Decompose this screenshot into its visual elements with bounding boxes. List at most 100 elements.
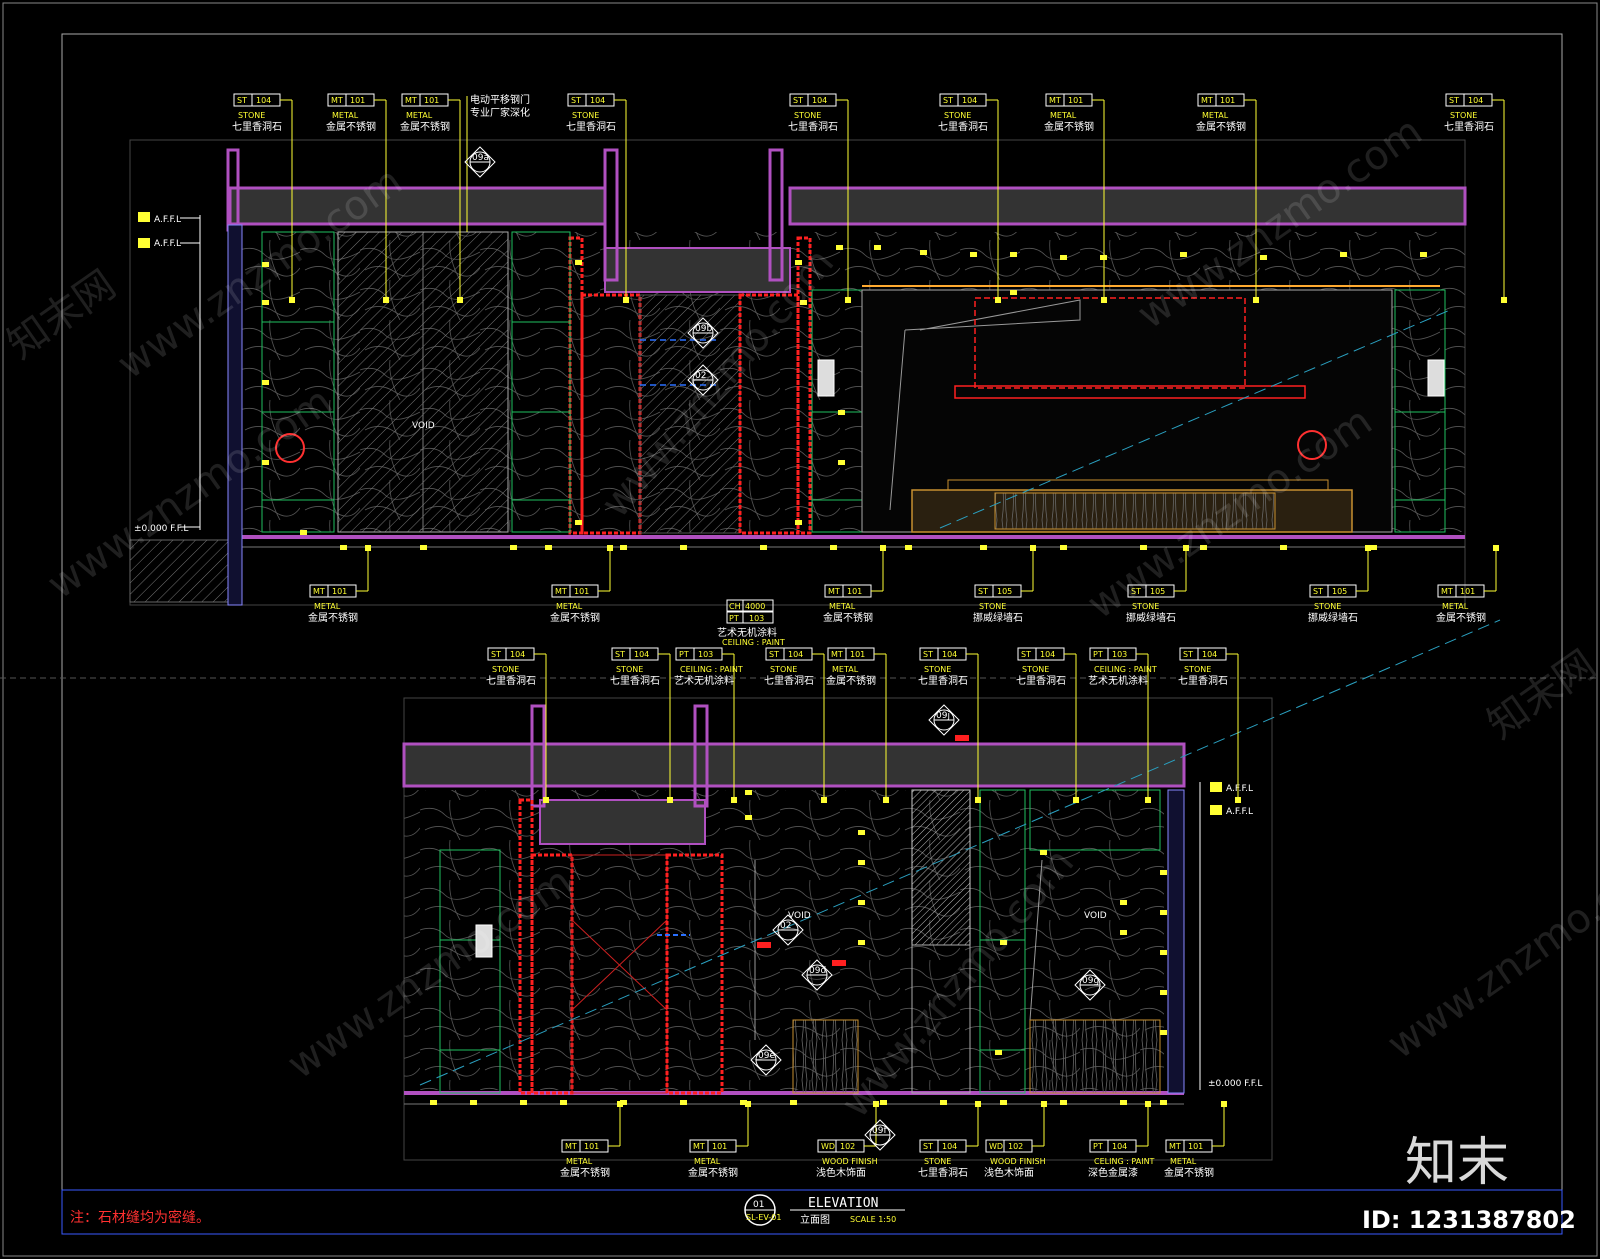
- top-callout-number: 104: [590, 96, 605, 105]
- top-elevation: A.F.F.L A.F.F.L ±0.000 F.F.L 电动平移钢门 专业厂家…: [129, 93, 1467, 606]
- bottom-callout-name: 七里香洞石: [486, 675, 536, 687]
- top-callout-code: ST: [793, 96, 803, 105]
- top-callout-number: 104: [812, 96, 827, 105]
- top-plant-left: [275, 433, 305, 463]
- section-tag-label: 02: [695, 371, 706, 381]
- top-callout-material: STONE: [238, 111, 265, 120]
- top-callout-code: ST: [943, 96, 953, 105]
- fixture-mark: [790, 1100, 797, 1105]
- bottom-bottom-callout-number: 104: [1112, 1142, 1127, 1151]
- top-callout-number: 101: [424, 96, 439, 105]
- bottom-callout-name: 七里香洞石: [764, 675, 814, 687]
- fixture-mark: [1100, 255, 1107, 260]
- bottom-bottom-callout-code: MT: [565, 1142, 577, 1151]
- title-block-title: ELEVATION: [808, 1196, 878, 1211]
- bottom-bottom-callout-name: 七里香洞石: [918, 1167, 968, 1179]
- top-bottom-callout-code: ST: [1131, 587, 1141, 596]
- top-callout-number: 101: [350, 96, 365, 105]
- fixture-mark: [1160, 1030, 1167, 1035]
- fixture-mark: [1200, 545, 1207, 550]
- top-bottom-callout-material: STONE: [1314, 602, 1341, 611]
- bottom-callout-material: CEILING : PAINT: [1094, 665, 1157, 674]
- bottom-callout-name: 七里香洞石: [610, 675, 660, 687]
- section-tag-5: 09d: [801, 959, 833, 991]
- bottom-callout-number: 103: [1112, 650, 1127, 659]
- top-callout-code: MT: [331, 96, 343, 105]
- watermark-brand-2: 知末网: [1479, 642, 1600, 749]
- fixture-mark: [1060, 545, 1067, 550]
- section-tag-6: 09g: [1074, 969, 1106, 1001]
- bottom-callout-material: STONE: [770, 665, 797, 674]
- fixture-mark: [470, 1100, 477, 1105]
- fixture-mark: [745, 790, 752, 795]
- top-callout-name: 七里香洞石: [788, 121, 838, 133]
- fixture-mark: [1260, 255, 1267, 260]
- bottom-callout-code: ST: [615, 650, 625, 659]
- fixture-mark: [970, 252, 977, 257]
- fixture-mark: [575, 520, 582, 525]
- top-bottom-callout-number: 105: [997, 587, 1012, 596]
- top-bottom-callout-code: ST: [978, 587, 988, 596]
- top-bottom-callout-material: METAL: [556, 602, 583, 611]
- bottom-callout-number: 103: [698, 650, 713, 659]
- fixture-mark: [795, 260, 802, 265]
- fixture-mark: [760, 545, 767, 550]
- yellow-fixture-marks: [262, 245, 1427, 1105]
- fixture-mark: [1160, 950, 1167, 955]
- ceiling-tag-pt: PT: [729, 614, 739, 623]
- fixture-mark: [340, 545, 347, 550]
- fixture-mark: [680, 545, 687, 550]
- top-level-afl-2: A.F.F.L: [154, 239, 181, 249]
- fixture-mark: [905, 545, 912, 550]
- bottom-void-label-1: VOID: [788, 911, 811, 921]
- top-callout-name: 七里香洞石: [1444, 121, 1494, 133]
- fixture-mark: [420, 545, 427, 550]
- bottom-bottom-callout-material: WOOD FINISH: [990, 1157, 1046, 1166]
- fixture-mark: [1000, 940, 1007, 945]
- fixture-mark: [1040, 850, 1047, 855]
- bottom-bottom-callout-code: ST: [923, 1142, 933, 1151]
- bottom-callout-material: STONE: [492, 665, 519, 674]
- bottom-callout-number: 104: [788, 650, 803, 659]
- top-bottom-callout-name: 金属不锈钢: [308, 611, 358, 624]
- bottom-bottom-callout-code: WD: [989, 1142, 1003, 1151]
- fixture-mark: [1010, 290, 1017, 295]
- bottom-void-label-2: VOID: [1084, 911, 1107, 921]
- section-tag-3: 09j: [928, 704, 960, 736]
- top-level-ffl: ±0.000 F.F.L: [134, 524, 188, 534]
- ceiling-tag-ch: CH: [729, 602, 741, 611]
- section-tag-label: 09e: [758, 1051, 775, 1061]
- top-callout-code: MT: [1201, 96, 1213, 105]
- top-bottom-callout-name: 金属不锈钢: [1436, 611, 1486, 624]
- section-tag-1: 09b: [687, 317, 719, 349]
- top-bottom-callout-name: 挪威绿墙石: [1126, 611, 1176, 624]
- fixture-mark: [262, 262, 269, 267]
- fixture-mark: [874, 245, 881, 250]
- ceiling-tag-pt-value: 103: [749, 614, 764, 623]
- fixture-mark: [300, 530, 307, 535]
- fixture-mark: [545, 545, 552, 550]
- watermark-8: www.znzmo.com: [1379, 838, 1600, 1068]
- image-id: ID: 1231387802: [1362, 1206, 1576, 1234]
- top-callout-material: STONE: [572, 111, 599, 120]
- top-bottom-callout-code: ST: [1313, 587, 1323, 596]
- bottom-bottom-callout-material: CELING : PAINT: [1094, 1157, 1155, 1166]
- bottom-bottom-callout-name: 金属不锈钢: [560, 1166, 610, 1179]
- bottom-bottom-callout-name: 金属不锈钢: [1164, 1166, 1214, 1179]
- fixture-mark: [940, 1100, 947, 1105]
- section-tag-2: 02: [687, 364, 719, 396]
- top-callout-name: 七里香洞石: [566, 121, 616, 133]
